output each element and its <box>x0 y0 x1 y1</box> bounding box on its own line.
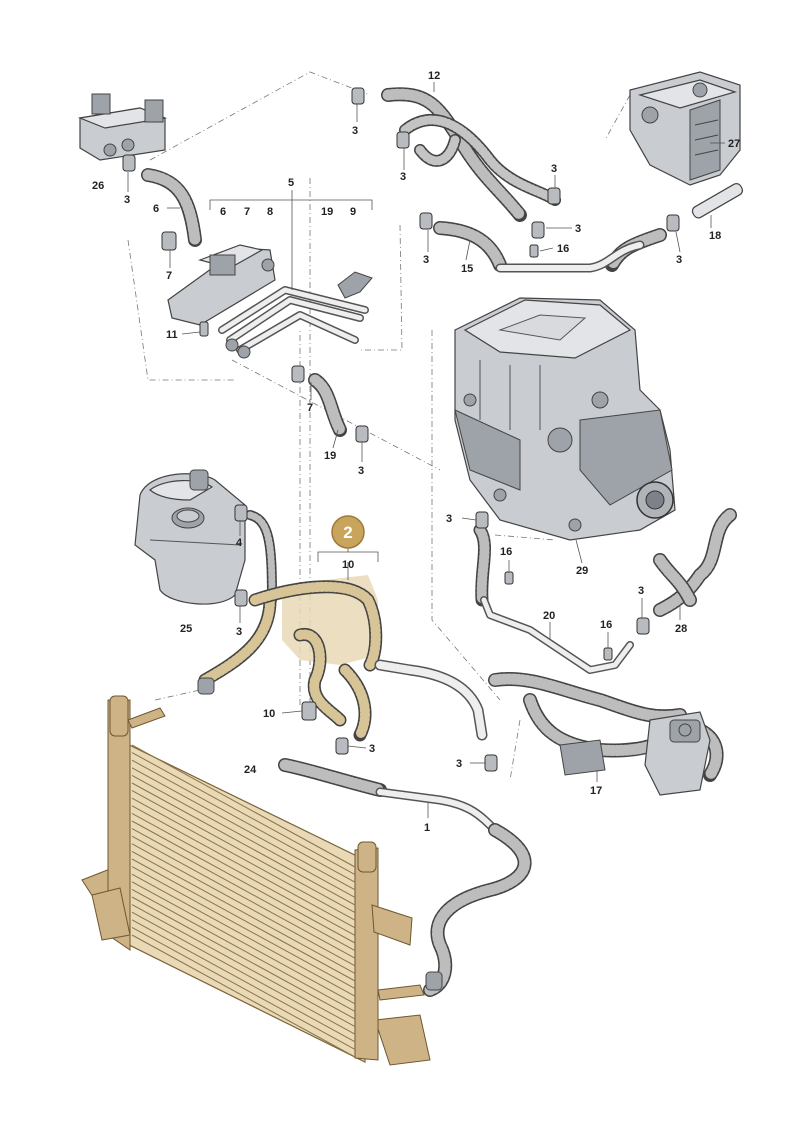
part-label-16: 16 <box>557 243 569 255</box>
radiator-fin <box>131 866 356 990</box>
radiator-fin <box>131 782 356 906</box>
part-label-5: 5 <box>288 177 294 189</box>
part-label-3: 3 <box>423 254 429 266</box>
hoses <box>141 87 737 997</box>
part-label-3: 3 <box>236 626 242 638</box>
part-label-6: 6 <box>153 203 159 215</box>
radiator-fin <box>131 797 356 921</box>
part-label-25: 25 <box>180 623 192 635</box>
radiator-fin <box>131 835 356 959</box>
radiator-fin <box>131 919 356 1043</box>
radiator-fin <box>131 759 356 883</box>
part-label-27: 27 <box>728 138 740 150</box>
part-label-3: 3 <box>358 465 364 477</box>
radiator-fin <box>131 934 356 1058</box>
radiator-fin <box>131 744 356 868</box>
part-label-3: 3 <box>456 758 462 770</box>
leader-lines <box>127 82 725 818</box>
part-label-3: 3 <box>551 163 557 175</box>
part-label-11: 11 <box>166 329 178 341</box>
part-label-24: 24 <box>244 764 257 776</box>
part-label-3: 3 <box>676 254 682 266</box>
radiator-fin <box>131 820 356 944</box>
heater-valve-assembly <box>559 711 711 796</box>
radiator-fin <box>131 767 356 891</box>
part-label-19: 19 <box>321 206 333 218</box>
part-label-9: 9 <box>350 206 356 218</box>
expansion-tank <box>134 469 246 605</box>
part-label-7: 7 <box>244 206 250 218</box>
radiator-fin <box>131 888 356 1012</box>
electric-pump <box>629 71 741 186</box>
part-label-3: 3 <box>369 743 375 755</box>
part-label-10: 10 <box>263 708 275 720</box>
part-label-16: 16 <box>600 619 612 631</box>
radiator <box>81 695 431 1066</box>
part-label-4: 4 <box>236 537 243 549</box>
radiator-fin <box>131 926 356 1050</box>
part-label-3: 3 <box>400 171 406 183</box>
radiator-fin <box>131 850 356 974</box>
rigid-pipes <box>218 183 744 674</box>
part-label-8: 8 <box>267 206 273 218</box>
part-label-7: 7 <box>307 402 313 414</box>
radiator-fin <box>131 911 356 1035</box>
radiator-fin <box>131 896 356 1020</box>
hose-clips <box>122 87 680 991</box>
part-label-26: 26 <box>92 180 104 192</box>
part-label-6: 6 <box>220 206 226 218</box>
part-label-12: 12 <box>428 70 440 82</box>
part-label-15: 15 <box>461 263 473 275</box>
part-label-3: 3 <box>638 585 644 597</box>
small-bracket <box>337 271 373 299</box>
radiator-fin <box>131 790 356 914</box>
radiator-fin <box>131 873 356 997</box>
part-label-20: 20 <box>543 610 555 622</box>
radiator-fin <box>131 828 356 952</box>
part-label-16: 16 <box>500 546 512 558</box>
part-label-19: 19 <box>324 450 336 462</box>
radiator-fin <box>131 774 356 898</box>
highlight-badge-number: 2 <box>343 523 352 542</box>
radiator-fin <box>131 812 356 936</box>
part-label-1: 1 <box>424 822 430 834</box>
radiator-fin <box>131 805 356 929</box>
part-label-17: 17 <box>590 785 602 797</box>
radiator-fin <box>131 904 356 1028</box>
radiator-fin <box>131 843 356 967</box>
highlight-badge: 2 <box>331 515 365 549</box>
valve-block <box>167 244 276 359</box>
radiator-fin <box>131 881 356 1005</box>
part-label-18: 18 <box>709 230 721 242</box>
valve-unit <box>77 93 168 161</box>
part-label-28: 28 <box>675 623 687 635</box>
radiator-fin <box>131 858 356 982</box>
part-label-7: 7 <box>166 270 172 282</box>
drive-motor <box>454 297 676 541</box>
part-label-3: 3 <box>446 513 452 525</box>
part-label-10: 10 <box>342 559 354 571</box>
part-label-3: 3 <box>352 125 358 137</box>
part-number-labels: 12 3 3 3 3 27 26 3 6 5 6 7 8 19 9 18 16 … <box>92 70 740 834</box>
part-label-3: 3 <box>575 223 581 235</box>
part-label-3: 3 <box>124 194 130 206</box>
part-label-29: 29 <box>576 565 588 577</box>
radiator-fin <box>131 752 356 876</box>
